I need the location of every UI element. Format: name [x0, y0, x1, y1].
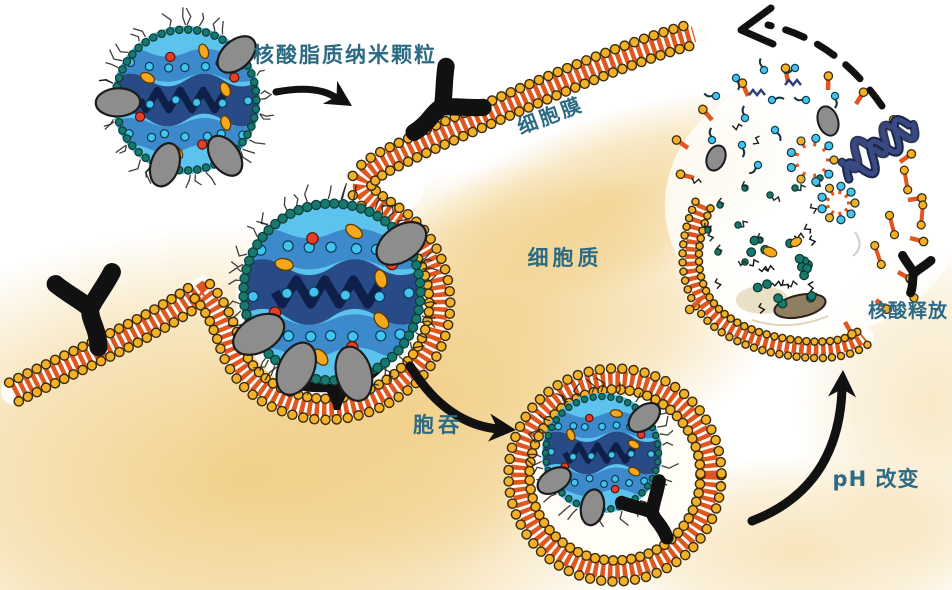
free-cationic-lipid	[783, 63, 800, 74]
endosome-fragment-arc	[678, 195, 874, 363]
surface-protein	[334, 345, 374, 402]
free-lipid	[907, 193, 927, 203]
receptor-in-endosome	[614, 474, 674, 545]
released-nucleic-acid-helix	[837, 115, 920, 184]
lipid-aggregate-cluster	[736, 223, 861, 327]
free-lipid	[898, 149, 917, 164]
released-receptor	[898, 250, 936, 298]
lipid-micelle-ring	[786, 133, 839, 187]
free-lipid	[823, 71, 834, 91]
free-lipid	[854, 87, 869, 106]
lnp-central	[224, 182, 439, 402]
recycle-dashed-arrow	[737, 4, 886, 110]
binding-arrow	[272, 80, 352, 106]
endosome-group	[503, 363, 727, 587]
lipid-pair	[884, 210, 900, 240]
surface-protein	[536, 466, 572, 496]
cell-membrane	[1, 20, 707, 426]
free-lipid	[697, 104, 714, 122]
membrane-receptor-top	[405, 57, 492, 141]
free-lipid	[909, 235, 929, 247]
free-lipid	[684, 298, 702, 315]
surface-protein	[232, 312, 286, 356]
lnp-in-pocket-group	[224, 182, 439, 410]
label-nanoparticle: 核酸脂质纳米颗粒	[253, 43, 437, 67]
arrowhead	[322, 80, 352, 106]
surface-protein	[375, 221, 428, 266]
label-nucleic-acid-release: 核酸释放	[868, 299, 948, 322]
surface-protein	[148, 142, 182, 188]
surface-protein	[94, 87, 142, 118]
free-cationic-lipid	[737, 140, 747, 158]
free-cationic-lipid	[703, 91, 721, 101]
lnp-in-endosome	[526, 377, 679, 528]
lnp-free	[94, 7, 275, 189]
surface-protein	[579, 488, 606, 527]
scene-layer	[1, 4, 936, 587]
free-lipid	[874, 298, 892, 314]
free-lipid	[843, 320, 857, 340]
free-cationic-lipid	[731, 73, 741, 91]
free-cationic-lipid	[740, 105, 750, 123]
nucleic-acid-fragment	[784, 77, 802, 88]
free-cationic-lipid	[830, 91, 840, 109]
label-ph-change: pH 改变	[833, 467, 920, 491]
free-cationic-lipid	[770, 125, 782, 142]
release-scene	[671, 58, 936, 363]
endosome-membrane	[503, 363, 727, 587]
free-cationic-lipid	[793, 95, 811, 105]
free-lipid	[675, 169, 695, 181]
released-protein	[705, 144, 727, 172]
ph-change-arrow	[747, 370, 857, 526]
free-cationic-lipid	[767, 95, 785, 105]
membrane-receptor-left	[46, 263, 121, 357]
label-endocytosis: 胞吞	[413, 413, 463, 437]
free-cationic-lipid	[749, 160, 763, 175]
nucleic-acid-fragment	[748, 87, 766, 98]
arrowhead	[828, 370, 857, 398]
surface-protein	[627, 401, 662, 434]
surface-protein	[275, 341, 318, 396]
lipid-pair	[870, 240, 886, 270]
label-cytoplasm: 细胞质	[528, 246, 603, 270]
surface-protein	[216, 35, 257, 74]
surface-protein	[206, 134, 244, 177]
released-protein	[816, 105, 840, 137]
free-cationic-lipid	[707, 127, 717, 145]
lipid-pair	[916, 200, 928, 230]
lipid-pair	[899, 165, 913, 195]
arrowhead	[487, 413, 516, 442]
free-cationic-lipid	[758, 58, 769, 75]
free-lipid	[737, 78, 751, 97]
free-lipid	[671, 135, 690, 150]
endocytosis-arrow	[405, 361, 516, 442]
lipid-micelle-ring	[817, 181, 860, 225]
